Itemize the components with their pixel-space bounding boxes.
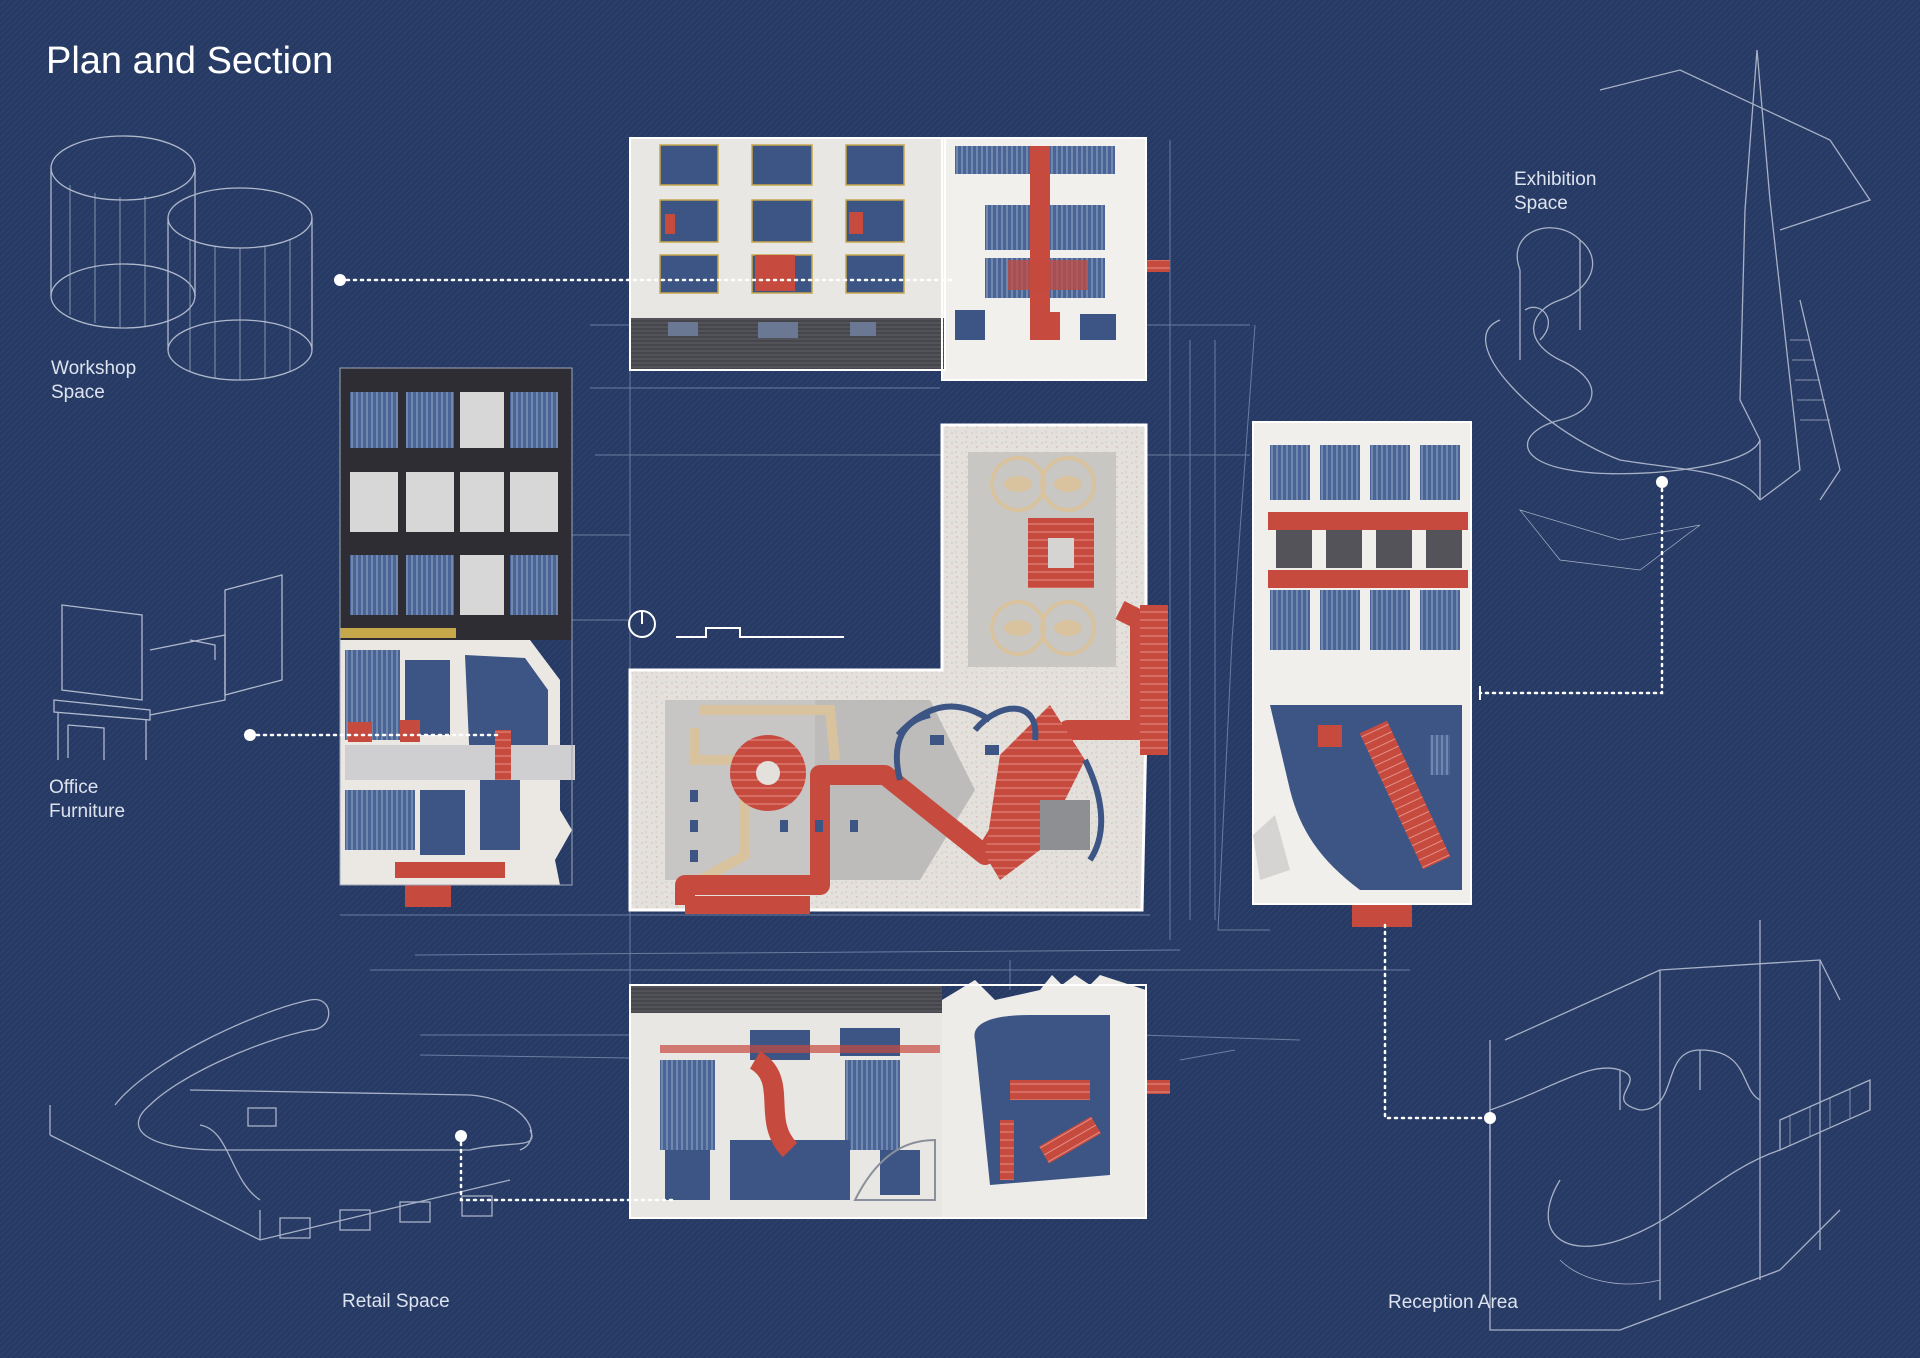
- workshop-axonometric-sketch: [50, 135, 313, 381]
- label-office-furniture: Office Furniture: [49, 777, 126, 822]
- bottom-section-drawing: [629, 975, 1170, 1219]
- label-workshop-space: Workshop Space: [51, 358, 137, 403]
- label-exhibition-space: Exhibition Space: [1514, 169, 1597, 214]
- label-reception-area: Reception Area: [1388, 1292, 1518, 1313]
- retail-axonometric-sketch: [49, 998, 533, 1241]
- top-section-drawing: [629, 137, 1170, 381]
- reception-axonometric-sketch: [1489, 920, 1871, 1331]
- exhibition-axonometric-sketch: [1485, 49, 1872, 571]
- site-linework: [340, 140, 1410, 1061]
- leader-reception: [1383, 923, 1492, 1120]
- label-retail-space: Retail Space: [342, 1291, 450, 1312]
- north-arrow-icon: [628, 610, 656, 638]
- central-floor-plan: [628, 423, 1168, 914]
- leader-exhibition: [1478, 480, 1664, 695]
- leader-dots: [244, 274, 1668, 1142]
- right-section-drawing: [1252, 421, 1472, 927]
- left-section-drawing: [339, 367, 575, 907]
- leader-lines: [248, 278, 1664, 1202]
- office-furniture-sketch: [53, 574, 283, 760]
- leader-retail: [459, 1134, 674, 1202]
- scale-bar: [676, 627, 844, 638]
- page-title: Plan and Section: [46, 40, 334, 82]
